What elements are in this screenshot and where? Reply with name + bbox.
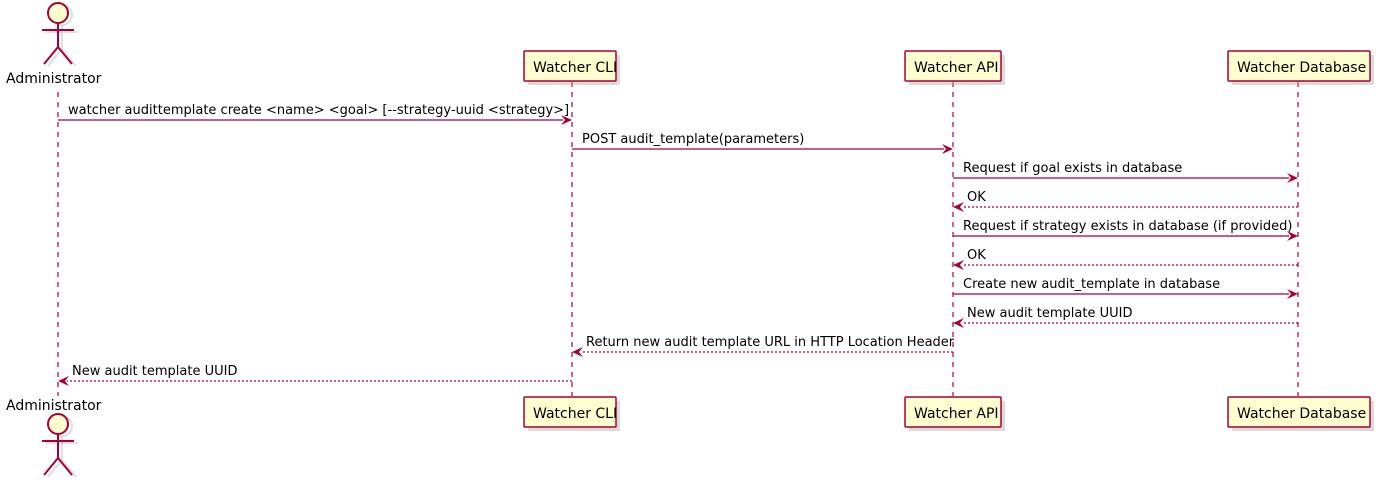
message-label: New audit template UUID: [967, 306, 1132, 321]
message-4: OK: [953, 190, 1298, 212]
arrow-head-icon: [1287, 231, 1298, 241]
message-5: Request if strategy exists in database (…: [953, 219, 1298, 241]
message-label: New audit template UUID: [72, 364, 237, 379]
message-2: POST audit_template(parameters): [572, 132, 953, 154]
messages-layer: watcher audittemplate create <name> <goa…: [58, 103, 1298, 386]
message-label: OK: [967, 190, 986, 205]
arrow-head-icon: [572, 347, 583, 357]
participant-box-label: Watcher Database: [1237, 406, 1366, 422]
message-label: OK: [967, 248, 986, 263]
actor-leg-left-icon: [43, 46, 59, 65]
participant-box-rect: [523, 50, 617, 82]
participant-box-label: Watcher API: [914, 60, 999, 76]
actor-head-icon: [47, 2, 69, 24]
message-9: Return new audit template URL in HTTP Lo…: [572, 335, 955, 357]
participant-box-label: Watcher CLI: [533, 406, 617, 422]
message-label: Create new audit_template in database: [963, 277, 1220, 292]
actor-leg-left-icon: [43, 457, 59, 476]
participant-box-label: Watcher CLI: [533, 60, 617, 76]
arrow-head-icon: [942, 144, 953, 154]
actor-leg-right-icon: [57, 46, 73, 65]
participant-box-label: Watcher API: [914, 406, 999, 422]
participant-box-rect: [904, 396, 1002, 428]
message-7: Create new audit_template in database: [953, 277, 1298, 299]
actor-head-icon: [47, 413, 69, 435]
actor-leg-right-icon: [57, 457, 73, 476]
participant-box-watcher-database-top[interactable]: Watcher Database: [1227, 50, 1374, 85]
message-10: New audit template UUID: [58, 364, 572, 386]
participant-box-label: Watcher Database: [1237, 60, 1366, 76]
arrow-head-icon: [1287, 289, 1298, 299]
participant-box-rect: [1227, 396, 1371, 428]
arrow-head-icon: [953, 260, 964, 270]
message-label: Request if goal exists in database: [963, 161, 1182, 176]
actor-administrator-top[interactable]: Administrator: [6, 2, 102, 87]
message-label: POST audit_template(parameters): [582, 132, 804, 147]
arrow-head-icon: [953, 318, 964, 328]
participant-box-watcher-api-top[interactable]: Watcher API: [904, 50, 1005, 85]
message-label: watcher audittemplate create <name> <goa…: [68, 103, 569, 118]
participant-box-rect: [523, 396, 617, 428]
message-label: Return new audit template URL in HTTP Lo…: [586, 335, 955, 350]
arrow-head-icon: [1287, 173, 1298, 183]
lifelines: [57, 82, 1299, 396]
actor-label-bottom: Administrator: [6, 398, 102, 414]
participant-box-watcher-cli-top[interactable]: Watcher CLI: [523, 50, 620, 85]
participant-box-watcher-cli-bottom[interactable]: Watcher CLI: [523, 396, 620, 431]
message-1: watcher audittemplate create <name> <goa…: [58, 103, 572, 125]
arrow-head-icon: [58, 376, 69, 386]
participant-box-watcher-api-bottom[interactable]: Watcher API: [904, 396, 1005, 431]
message-8: New audit template UUID: [953, 306, 1298, 328]
arrow-head-icon: [953, 202, 964, 212]
message-6: OK: [953, 248, 1298, 270]
arrow-head-icon: [561, 115, 572, 125]
participant-box-rect: [904, 50, 1002, 82]
participant-box-watcher-database-bottom[interactable]: Watcher Database: [1227, 396, 1374, 431]
actor-administrator-bottom[interactable]: Administrator: [6, 398, 102, 478]
message-3: Request if goal exists in database: [953, 161, 1298, 183]
participant-box-rect: [1227, 50, 1371, 82]
message-label: Request if strategy exists in database (…: [963, 219, 1292, 234]
actor-label-top: Administrator: [6, 71, 102, 87]
